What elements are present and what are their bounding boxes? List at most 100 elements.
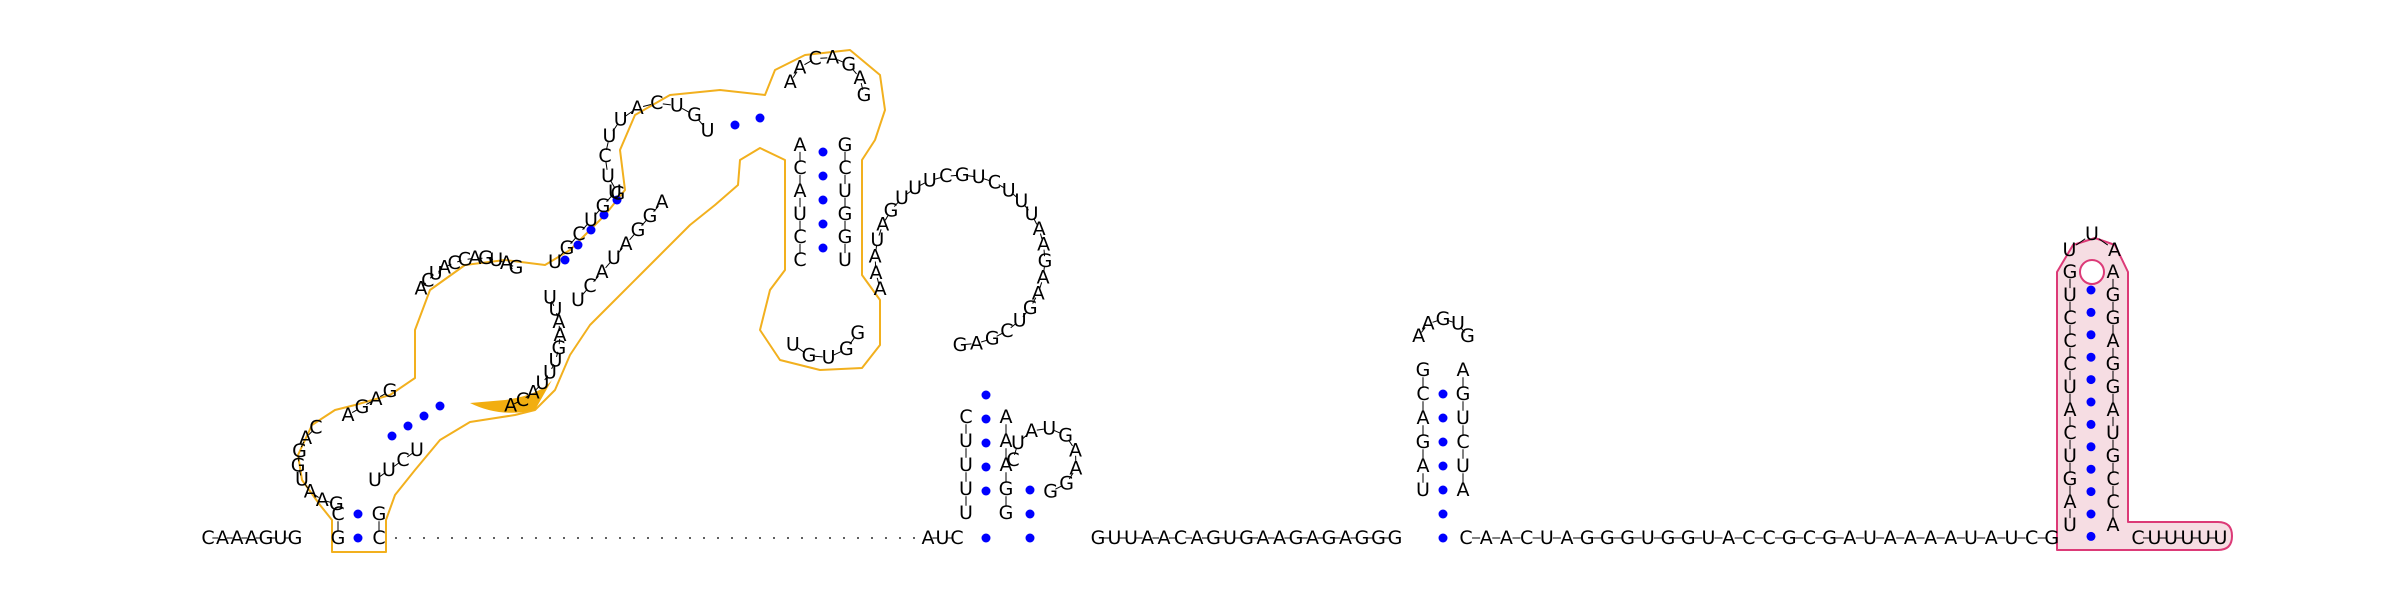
stem-nucleotide: U	[959, 478, 973, 500]
backbone-nucleotide: A	[1944, 527, 1957, 549]
backbone-link	[849, 337, 855, 345]
stem-nucleotide: A	[1417, 455, 1430, 477]
backbone-nucleotide: G	[1091, 527, 1106, 549]
base-pair-dot	[1438, 533, 1448, 543]
base-pair-dot	[387, 431, 397, 441]
stem-nucleotide: U	[1416, 479, 1430, 501]
base-pair-dot	[2086, 285, 2096, 295]
base-pair-dot	[573, 240, 583, 250]
loop-nucleotide: G	[839, 338, 854, 360]
backbone-link	[878, 229, 882, 236]
stem-nucleotide: U	[2063, 445, 2077, 467]
stem-nucleotide: C	[1416, 383, 1429, 405]
loop-nucleotide: U	[822, 346, 836, 368]
backbone-link	[606, 195, 612, 203]
backbone-link	[406, 452, 414, 458]
stem-nucleotide: U	[2063, 514, 2077, 536]
backbone-nucleotide: G	[1322, 527, 1337, 549]
stem-nucleotide: A	[2107, 514, 2120, 536]
backbone-link	[551, 300, 555, 307]
hairpin-nucleotide: A	[853, 67, 866, 89]
loop-nucleotide: U	[1002, 179, 1016, 201]
hairpin-nucleotide: A	[793, 56, 806, 78]
loop-nucleotide: U	[670, 95, 684, 117]
backbone-nucleotide: U	[1108, 527, 1122, 549]
pink-domain-outline	[2056, 237, 2233, 551]
base-pair-dot	[599, 210, 609, 220]
base-pair-dot	[981, 438, 991, 448]
stem-nucleotide: A	[794, 180, 807, 202]
loop-nucleotide: U	[701, 120, 715, 142]
backbone-nucleotide: A	[1306, 527, 1319, 549]
backbone-nucleotide: U	[1863, 527, 1877, 549]
backbone-nucleotide: A	[1257, 527, 1270, 549]
backbone-link	[1432, 319, 1439, 323]
backbone-link	[378, 472, 386, 478]
loop-nucleotide: U	[1025, 203, 1039, 225]
loop-nucleotide: U	[543, 362, 557, 384]
loop-nucleotide: G	[478, 247, 493, 269]
stem-nucleotide: A	[1417, 407, 1430, 429]
backbone-link	[594, 209, 600, 217]
backbone-nucleotide: G	[1206, 527, 1221, 549]
backbone-link	[535, 385, 541, 391]
backbone-link	[556, 351, 559, 357]
stem-nucleotide: G	[999, 502, 1014, 524]
backbone-nucleotide: A	[1273, 527, 1286, 549]
backbone-nucleotide: U	[1701, 527, 1715, 549]
backbone-link	[447, 263, 452, 267]
loop-nucleotide: U	[1011, 432, 1025, 454]
stem-nucleotide: U	[793, 203, 807, 225]
backbone-link	[308, 430, 314, 436]
loop-nucleotide: U	[895, 187, 909, 209]
pink-hairpin-loop	[2079, 259, 2105, 285]
backbone-link	[851, 68, 857, 75]
loop-nucleotide: A	[504, 394, 517, 416]
stem-nucleotide: C	[838, 157, 851, 179]
helix-nucleotide: G	[643, 205, 658, 227]
backbone-nucleotide: A	[1158, 527, 1171, 549]
base-pair-dot	[353, 509, 363, 519]
backbone-nucleotide: C	[950, 527, 963, 549]
loop-nucleotide: G	[329, 493, 344, 515]
loop-nucleotide: G	[955, 164, 970, 186]
backbone-nucleotide: G	[2044, 527, 2059, 549]
backbone-link	[641, 219, 647, 227]
loop-nucleotide: G	[1059, 473, 1074, 495]
backbone-nucleotide: C	[2131, 527, 2144, 549]
helix-nucleotide: A	[596, 261, 609, 283]
loop-nucleotide: A	[1037, 267, 1050, 289]
backbone-link	[1032, 297, 1037, 304]
helix-nucleotide: U	[607, 247, 621, 269]
base-pair-dot	[1438, 509, 1448, 519]
backbone-nucleotide: A	[1722, 527, 1735, 549]
backbone-nucleotide: U	[936, 527, 950, 549]
backbone-nucleotide: U	[1124, 527, 1138, 549]
loop-nucleotide: U	[603, 125, 617, 147]
backbone-link	[1023, 204, 1029, 211]
loop-nucleotide: C	[650, 92, 663, 114]
loop-nucleotide: G	[292, 440, 307, 462]
hairpin-nucleotide: A	[1412, 325, 1425, 347]
loop-nucleotide: A	[527, 381, 540, 403]
backbone-link	[582, 223, 588, 231]
loop-nucleotide: A	[438, 256, 451, 278]
base-pair-dot	[818, 147, 828, 157]
backbone-nucleotide: G	[1620, 527, 1635, 549]
stem-nucleotide: C	[372, 527, 385, 549]
stem-nucleotide: A	[2107, 399, 2120, 421]
stem-nucleotide: G	[1456, 383, 1471, 405]
loop-nucleotide: A	[500, 252, 513, 274]
backbone-link	[837, 59, 845, 63]
backbone-link	[525, 394, 531, 399]
backbone-link	[1447, 319, 1454, 323]
backbone-link	[298, 469, 302, 476]
backbone-nucleotide: G	[1661, 527, 1676, 549]
stem-nucleotide: U	[1456, 407, 1470, 429]
backbone-link	[313, 493, 319, 498]
base-pair-dot	[2086, 509, 2096, 519]
backbone-nucleotide: U	[1540, 527, 1554, 549]
backbone-link	[1014, 447, 1017, 455]
loop-nucleotide: G	[802, 345, 817, 367]
